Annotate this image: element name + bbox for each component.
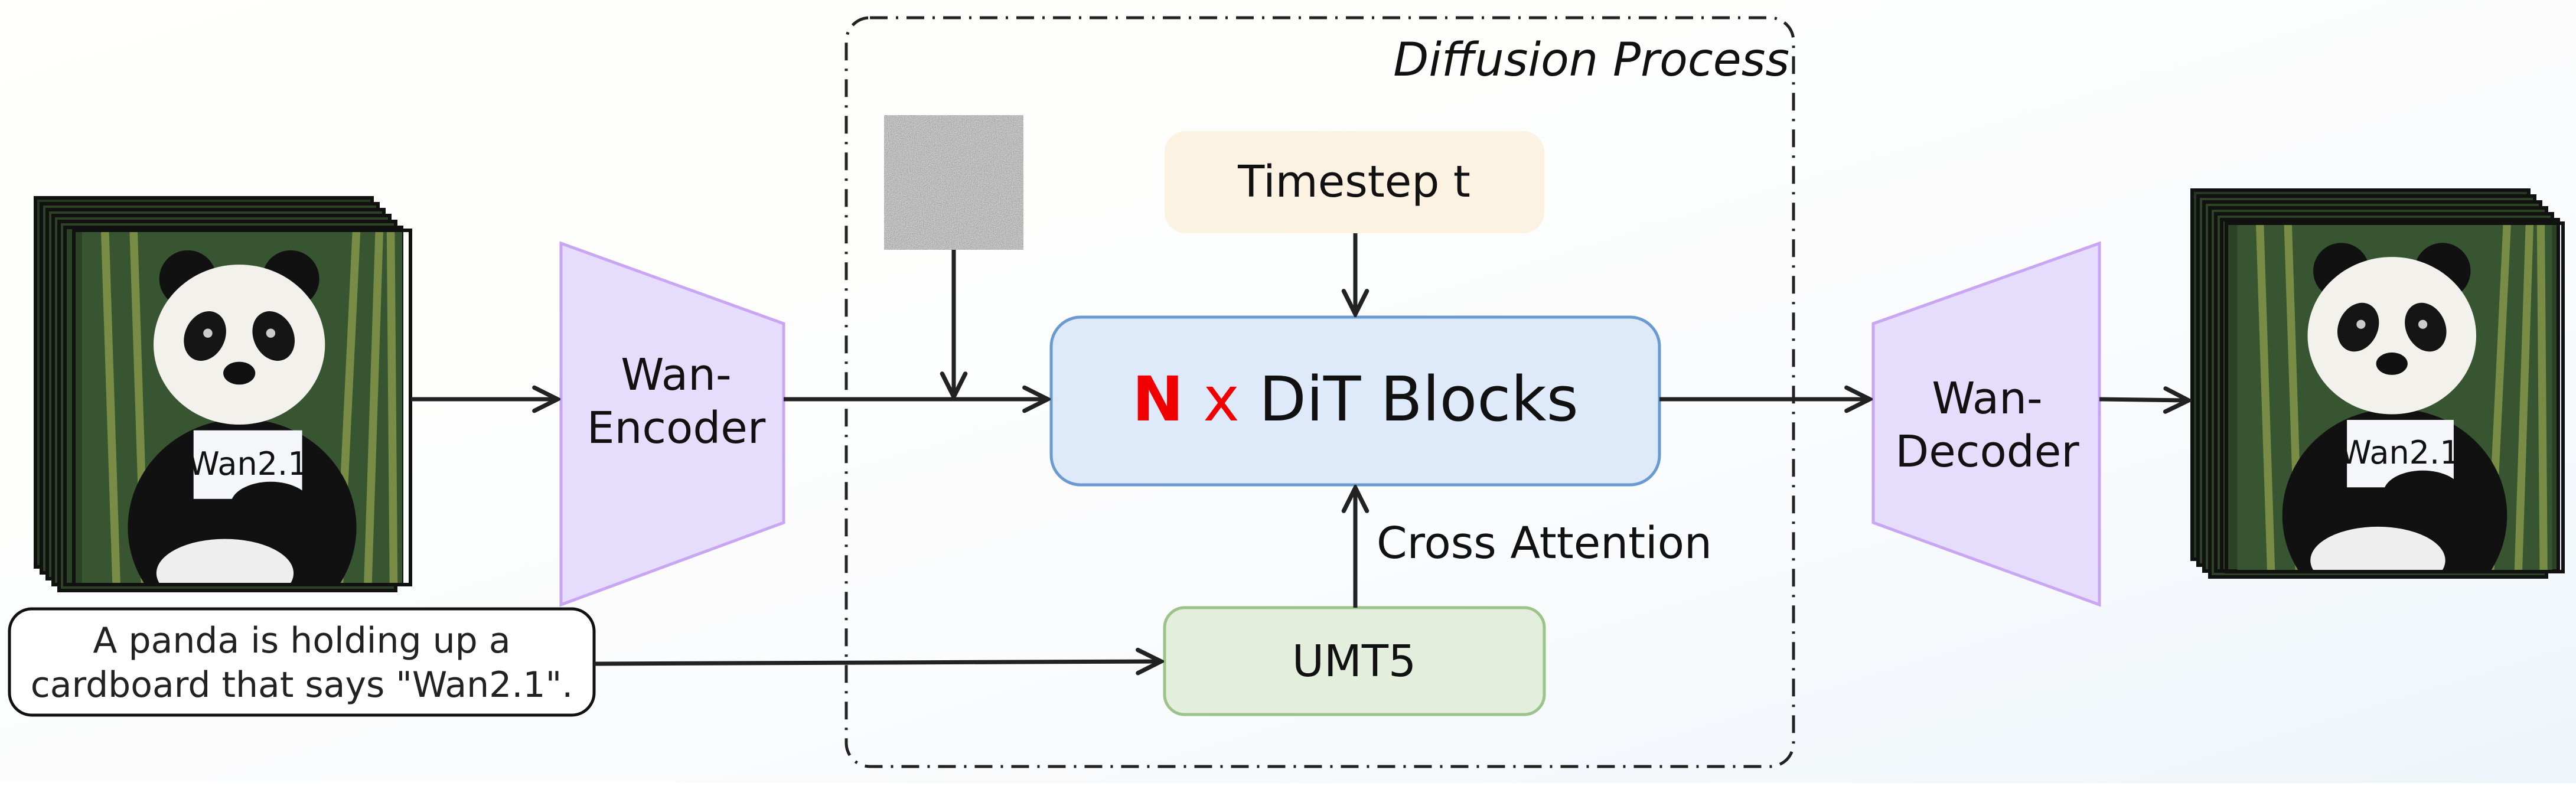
text-prompt-box: A panda is holding up a cardboard that s…	[8, 607, 596, 717]
encoder-label-line2: Encoder	[587, 403, 766, 454]
encoder-label-line1: Wan-	[621, 350, 731, 400]
wan-encoder: Wan- Encoder	[559, 241, 785, 607]
prompt-line1: A panda is holding up a	[93, 620, 510, 661]
decoder-label-line2: Decoder	[1895, 426, 2079, 477]
input-video-frames: Wan2.1	[34, 196, 412, 592]
dit-label: DiT Blocks	[1259, 363, 1579, 435]
umt5-label: UMT5	[1292, 636, 1416, 687]
timestep-box: Timestep t	[1165, 131, 1544, 233]
dit-count-n: N	[1132, 363, 1183, 435]
sign-text: Wan2.1	[188, 445, 308, 482]
noise-latent	[884, 115, 1023, 250]
generated-sign-text: Wan2.1	[2340, 434, 2460, 471]
timestep-label: Timestep t	[1237, 156, 1470, 207]
umt5-box: UMT5	[1163, 606, 1546, 716]
svg-text:N x: N x DiT Blocks	[1132, 363, 1579, 435]
diffusion-process-label: Diffusion Process	[1393, 34, 1789, 87]
panda-image: Wan2.1	[72, 229, 412, 586]
arrow-prompt-to-umt5	[594, 661, 1161, 664]
prompt-line2: cardboard that says "Wan2.1".	[31, 664, 573, 706]
arrows	[411, 233, 2189, 664]
decoder-label-line1: Wan-	[1932, 373, 2042, 424]
output-video-frames: Wan2.1	[2190, 188, 2565, 579]
dit-blocks: N x DiT Blocks	[1049, 315, 1661, 487]
generated-panda-image: Wan2.1	[2225, 221, 2565, 573]
arrow-decoder-to-frames	[2099, 399, 2189, 400]
dit-multiply-x: x	[1203, 363, 1240, 435]
cross-attention-label: Cross Attention	[1377, 518, 1712, 569]
diffusion-process-container	[844, 16, 1795, 768]
wan-decoder: Wan- Decoder	[1871, 241, 2101, 607]
